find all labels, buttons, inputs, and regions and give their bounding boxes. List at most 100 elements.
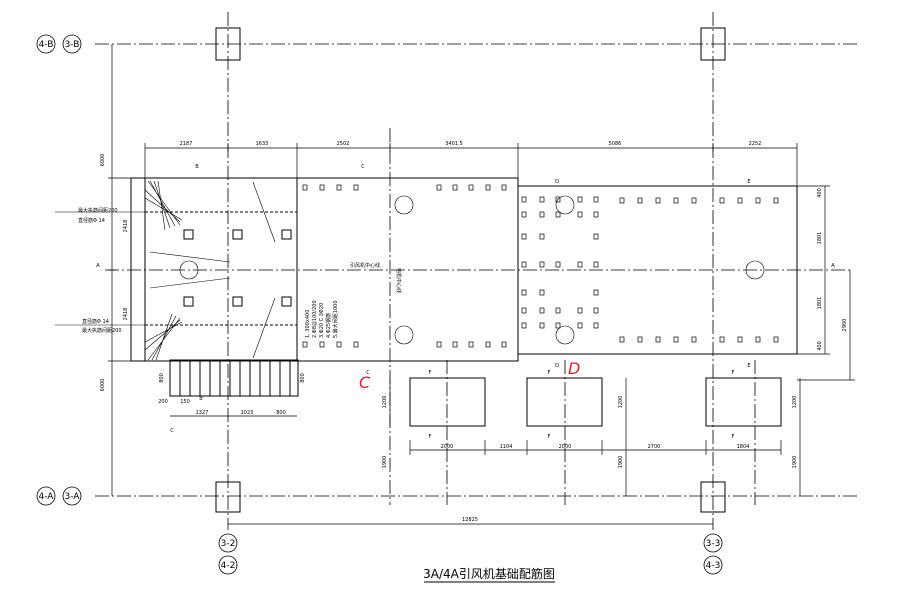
section-d-top: D <box>555 179 559 185</box>
stair <box>169 359 299 397</box>
anchor-square <box>501 184 507 191</box>
note-5: 5.最大间距1000 <box>332 301 339 339</box>
anchor-square <box>353 184 359 191</box>
anchor-square <box>577 211 583 218</box>
dim-stair-run: 1327 <box>196 410 209 416</box>
anchor-square <box>555 322 561 329</box>
dim-end: 800 <box>276 410 286 416</box>
rebar-note-bot-2: 最大执筋间距200 <box>82 327 122 334</box>
handwritten-mark-d: D <box>568 359 580 378</box>
anchor-square <box>539 322 545 329</box>
dim-low1: 1900 <box>382 456 388 469</box>
drawing-title: 3A/4A引风机基础配筋图 <box>423 566 555 581</box>
dim-bot-5: 1804 <box>737 444 750 450</box>
dim-pit-h3: 1200 <box>792 396 798 409</box>
dim-left-3: 2418 <box>123 308 129 321</box>
anchor-square <box>593 322 599 329</box>
dim-overall: 12825 <box>462 517 478 523</box>
dim-pit-h2: 1200 <box>618 396 624 409</box>
anchor-square <box>539 211 545 218</box>
dim-top-2: 1633 <box>256 141 269 147</box>
anchor-square <box>673 336 679 343</box>
leader-lines <box>55 211 145 326</box>
anchor-square <box>521 261 527 268</box>
dim-left-1: 6000 <box>100 154 106 167</box>
grid-label-3a: 3-A <box>65 492 81 502</box>
section-c-mid: C <box>366 370 370 376</box>
section-e-bot: E <box>747 363 750 369</box>
section-f-1: F <box>429 370 432 376</box>
section-a-left: A <box>96 263 100 269</box>
grid-label-4a: 4-A <box>39 492 55 502</box>
grid-bubbles <box>36 34 723 575</box>
anchor-square <box>452 341 458 348</box>
anchor-square <box>539 196 545 203</box>
anchor-square <box>619 336 625 343</box>
anchor-square <box>319 341 325 348</box>
anchor-square <box>468 184 474 191</box>
section-f-4: F <box>429 434 432 440</box>
grid-label-4-3: 4-3 <box>706 561 721 571</box>
section-b-top: B <box>195 164 199 170</box>
dim-right-2: 1801 <box>817 232 823 245</box>
anchor-square <box>336 341 342 348</box>
anchor-squares-left <box>183 229 292 307</box>
section-c-bot: C <box>170 428 174 434</box>
anchor-square <box>737 197 743 204</box>
dim-bot-1: 2000 <box>441 444 454 450</box>
anchor-square <box>691 336 697 343</box>
dimension-lines <box>108 44 855 525</box>
anchor-square <box>637 336 643 343</box>
column-boxes <box>215 27 726 513</box>
dim-right-1: 400 <box>817 188 823 198</box>
anchor-square <box>521 233 527 240</box>
anchor-square <box>655 197 661 204</box>
anchor-square <box>619 197 625 204</box>
anchor-square <box>485 184 491 191</box>
anchor-square <box>691 197 697 204</box>
anchor-square <box>302 184 308 191</box>
anchor-square <box>719 197 725 204</box>
grid-label-4-2: 4-2 <box>221 561 236 571</box>
dim-top-5: 5086 <box>609 141 622 147</box>
anchor-square <box>452 184 458 191</box>
dim-left-4: 6000 <box>100 379 106 392</box>
anchor-square <box>593 307 599 314</box>
anchor-square <box>737 336 743 343</box>
section-f-2: F <box>548 370 551 376</box>
section-c-top: C <box>361 164 365 170</box>
anchor-square <box>539 261 545 268</box>
section-b-bot: B <box>199 396 203 402</box>
foundation-outline <box>130 177 798 362</box>
dim-bot-4: 2700 <box>648 444 661 450</box>
anchor-square <box>577 196 583 203</box>
dim-low2: 1900 <box>618 456 624 469</box>
anchor-square <box>773 197 779 204</box>
dim-right-3: 1801 <box>817 297 823 310</box>
anchor-square <box>485 341 491 348</box>
note-1: 1. 300x400 <box>305 310 311 338</box>
anchor-square <box>521 196 527 203</box>
section-d-bot: D <box>555 363 559 369</box>
anchor-square <box>468 341 474 348</box>
grid-label-3b: 3-B <box>65 40 80 50</box>
dim-mid: 1023 <box>241 410 254 416</box>
dim-pit-h1: 1200 <box>382 396 388 409</box>
anchor-square <box>521 289 527 296</box>
dim-left-2: 2418 <box>123 220 129 233</box>
rebar-note-top-2: 直径筋Φ 14 <box>78 217 105 224</box>
anchor-square <box>436 341 442 348</box>
pits <box>409 377 782 427</box>
anchor-square <box>539 233 545 240</box>
section-f-6: F <box>732 434 735 440</box>
anchor-square <box>319 184 325 191</box>
anchor-square <box>577 307 583 314</box>
anchor-square <box>655 336 661 343</box>
anchor-square <box>593 261 599 268</box>
dim-right-5: 2900 <box>842 319 848 332</box>
grid-label-3-2: 3-2 <box>221 539 236 549</box>
anchor-square <box>336 184 342 191</box>
dim-top-1: 2187 <box>180 141 193 147</box>
note-3: 3.Φ20 C 3Φ20 <box>319 303 325 338</box>
